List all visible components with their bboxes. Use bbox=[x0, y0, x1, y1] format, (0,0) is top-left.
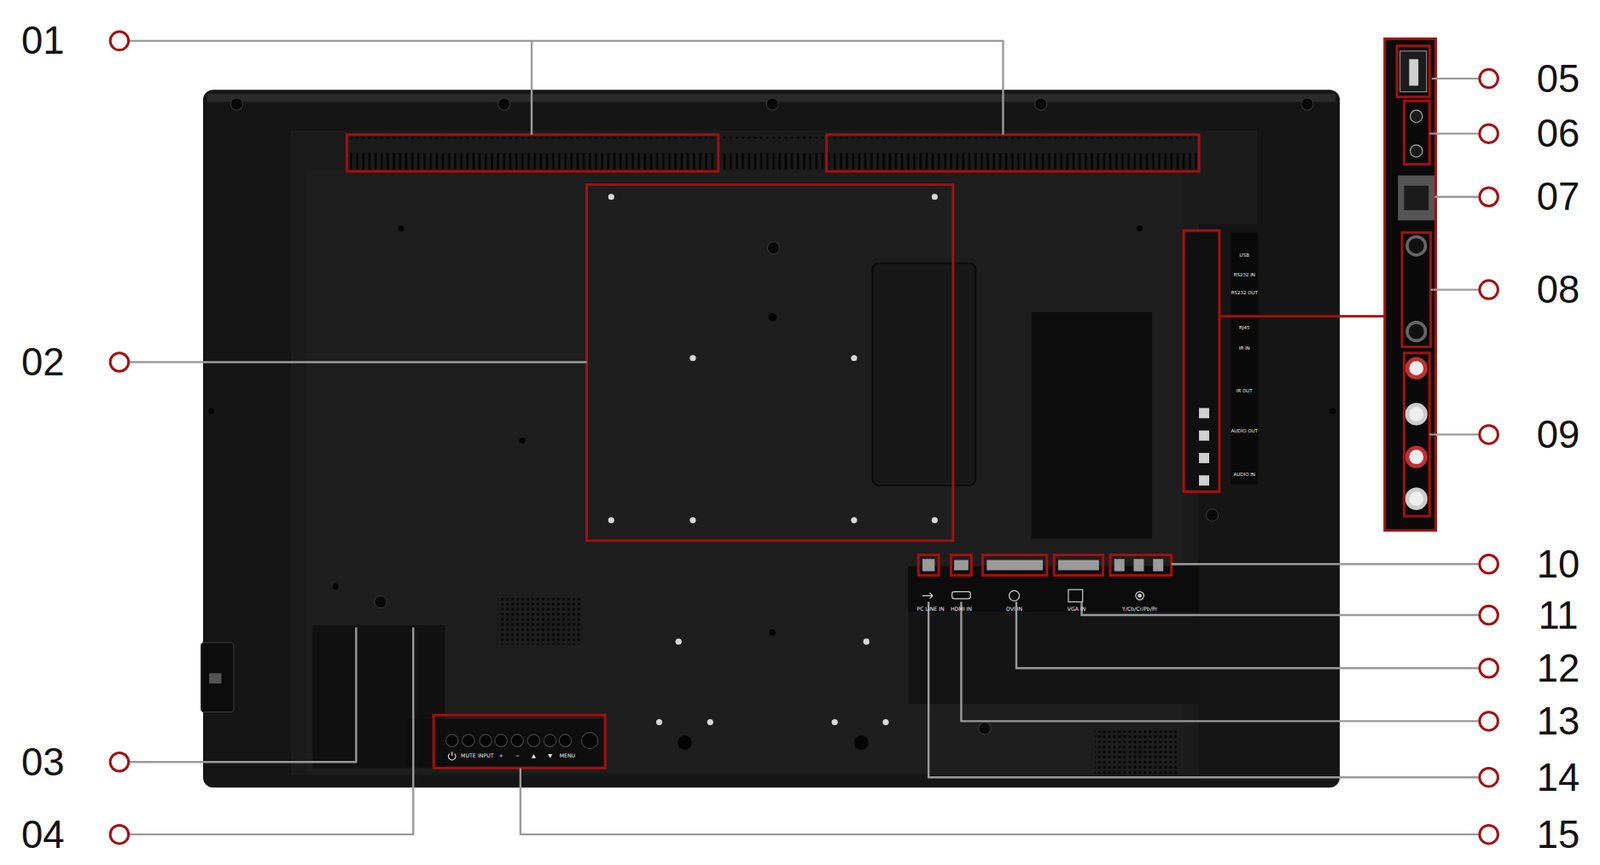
grill bbox=[498, 598, 582, 646]
port-label: RS232 OUT bbox=[1231, 291, 1258, 297]
callout-number: 09 bbox=[1536, 415, 1581, 454]
callout-number: 08 bbox=[1536, 270, 1581, 309]
button-label: MUTE bbox=[460, 753, 477, 759]
inset-panel bbox=[1384, 38, 1437, 530]
button-bar bbox=[406, 719, 606, 767]
port-icons bbox=[922, 589, 1144, 602]
callout-dots bbox=[110, 31, 1498, 844]
highlight-boxes bbox=[347, 38, 1437, 768]
callout-number: 12 bbox=[1536, 649, 1581, 688]
rca-jacks bbox=[1407, 359, 1426, 509]
port-label: IR IN bbox=[1239, 346, 1251, 351]
rj45-socket bbox=[1403, 186, 1429, 211]
callout-number: 04 bbox=[21, 814, 65, 854]
callout-number: 01 bbox=[21, 21, 65, 60]
button-label: ▲ bbox=[531, 753, 536, 759]
back-panel bbox=[290, 130, 1257, 776]
side-port-labels bbox=[1230, 232, 1258, 485]
usb-tongue bbox=[1408, 58, 1419, 86]
callout-number: 05 bbox=[1536, 58, 1581, 98]
port-label: AUDIO IN bbox=[1233, 472, 1256, 478]
callout-number: 13 bbox=[1536, 702, 1581, 741]
power-icon bbox=[448, 751, 456, 761]
callout-number: 10 bbox=[1536, 545, 1581, 584]
leader-lines bbox=[129, 40, 1479, 835]
button-label: + bbox=[499, 753, 504, 759]
button-label: MENU bbox=[559, 753, 576, 759]
callout-number: 11 bbox=[1537, 595, 1578, 635]
port-label: RJ45 bbox=[1239, 325, 1250, 331]
button-label: ▼ bbox=[547, 753, 553, 759]
cover-plate bbox=[872, 263, 976, 487]
switch-toggle bbox=[209, 673, 222, 684]
port-label: RS232 IN bbox=[1233, 273, 1256, 278]
top-vent bbox=[349, 136, 1199, 169]
port-label: Y/Cb/Cr/Pb/Pr bbox=[1122, 606, 1158, 612]
port-label: AUDIO OUT bbox=[1231, 429, 1258, 434]
port-label: PC LINE IN bbox=[916, 606, 944, 612]
callout-number: 02 bbox=[21, 343, 65, 382]
port-label: VGA IN bbox=[1067, 606, 1087, 612]
callout-number: 07 bbox=[1536, 177, 1581, 216]
port-label: USB bbox=[1239, 253, 1250, 258]
side-connectors bbox=[1198, 407, 1210, 486]
callout-number: 03 bbox=[21, 743, 65, 782]
side-port-panel bbox=[1186, 232, 1218, 490]
usb-port bbox=[1400, 51, 1427, 93]
rs232-jacks bbox=[1410, 110, 1423, 158]
inset-link bbox=[1219, 314, 1385, 318]
port-label: HDMI IN bbox=[950, 606, 972, 612]
button-label: INPUT bbox=[477, 753, 495, 759]
connectors bbox=[922, 558, 1164, 571]
label-area bbox=[1031, 312, 1152, 539]
callout-number: 14 bbox=[1536, 757, 1581, 797]
tv-body bbox=[203, 89, 1340, 788]
port-housing bbox=[907, 611, 1199, 704]
callout-number: 06 bbox=[1536, 114, 1581, 153]
grill bbox=[1094, 730, 1177, 776]
port-label: DVI IN bbox=[1006, 606, 1023, 612]
port-label: IR OUT bbox=[1236, 389, 1253, 394]
rj45-port bbox=[1397, 175, 1435, 222]
power-switch bbox=[201, 642, 234, 712]
buttons bbox=[446, 733, 599, 750]
callout-number: 15 bbox=[1536, 814, 1581, 854]
button-label: − bbox=[515, 753, 520, 759]
ir-jacks bbox=[1407, 236, 1426, 341]
